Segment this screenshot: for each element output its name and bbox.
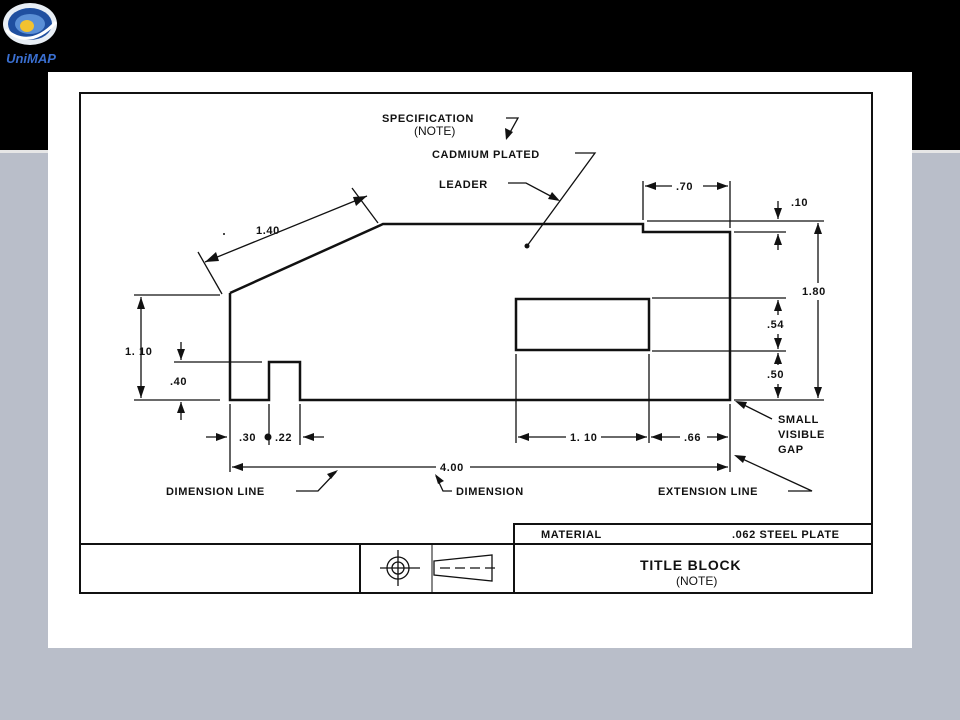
- leader-pointer: [508, 182, 559, 201]
- dim-label-110-bottom: 1. 10: [570, 432, 597, 444]
- dim-label-030: .30: [239, 432, 256, 444]
- arrowhead: [734, 455, 746, 463]
- label-gap: GAP: [778, 444, 804, 456]
- arrowhead: [435, 474, 444, 484]
- label-cadmium-plated: CADMIUM PLATED: [432, 149, 540, 161]
- arrowhead: [717, 182, 728, 190]
- arrowhead: [774, 300, 782, 311]
- drawing-border: [79, 92, 873, 594]
- arrowhead: [651, 433, 662, 441]
- slot-center-dot: [264, 433, 272, 441]
- arrowhead: [137, 386, 145, 398]
- symbol-cone: [433, 554, 493, 582]
- label-title-block: TITLE BLOCK: [640, 557, 741, 573]
- label-material-value: .062 STEEL PLATE: [732, 529, 840, 541]
- dim-label-070: .70: [676, 181, 693, 193]
- arrowhead: [645, 182, 656, 190]
- label-dimension-line: DIMENSION LINE: [166, 486, 265, 498]
- label-visible: VISIBLE: [778, 429, 825, 441]
- label-material: MATERIAL: [541, 529, 602, 541]
- arrowhead: [717, 433, 728, 441]
- label-title-note: (NOTE): [676, 574, 717, 588]
- dim-label-140: 1.40: [256, 225, 280, 237]
- arrowhead: [327, 470, 338, 479]
- dim-label-022: .22: [275, 432, 292, 444]
- dim-label-050: .50: [767, 369, 784, 381]
- arrowhead: [505, 128, 513, 140]
- stray-mark: [223, 233, 225, 235]
- dim-label-180: 1.80: [802, 286, 826, 298]
- arrowhead: [774, 387, 782, 398]
- dim-line-140: [204, 195, 368, 263]
- arrowhead: [774, 208, 782, 219]
- label-specification: SPECIFICATION: [382, 113, 474, 125]
- arrowhead: [205, 252, 219, 262]
- arrowhead: [232, 463, 243, 471]
- arrowhead: [216, 433, 227, 441]
- arrowhead: [774, 234, 782, 245]
- dim-label-010: .10: [791, 197, 808, 209]
- title-block-frame: [513, 523, 872, 593]
- logo-text: UniMAP: [6, 51, 56, 66]
- arrowhead: [177, 402, 185, 413]
- dim-label-054: .54: [767, 319, 784, 331]
- symbol-inner-circle: [391, 561, 405, 575]
- dim-label-040: .40: [170, 376, 187, 388]
- label-leader: LEADER: [439, 179, 488, 191]
- label-extension-line: EXTENSION LINE: [658, 486, 758, 498]
- arrowhead: [353, 196, 367, 206]
- part-cutout: [514, 297, 651, 352]
- arrowhead: [177, 349, 185, 360]
- leader-dimension-line: [296, 471, 337, 492]
- arrowhead: [636, 433, 647, 441]
- ext-line-140-a: [197, 251, 223, 295]
- ext-line-140-b: [351, 187, 379, 224]
- leader-cadmium: [526, 152, 597, 247]
- arrowhead: [717, 463, 728, 471]
- arrowhead: [735, 401, 747, 409]
- arrowhead: [814, 223, 822, 234]
- dim-label-400: 4.00: [440, 462, 464, 474]
- part-outline: [228, 222, 732, 402]
- symbol-outer-circle: [386, 556, 410, 580]
- dim-label-066: .66: [684, 432, 701, 444]
- arrowhead: [303, 433, 314, 441]
- arrowhead: [137, 297, 145, 309]
- dim-label-110-left: 1. 10: [125, 346, 152, 358]
- arrowhead: [774, 353, 782, 364]
- leader-small-gap: [737, 401, 773, 420]
- leader-specification: [506, 117, 520, 137]
- slide-canvas: SPECIFICATION (NOTE) CADMIUM PLATED LEAD…: [48, 72, 912, 648]
- arrowhead: [548, 192, 560, 201]
- technical-drawing: SPECIFICATION (NOTE) CADMIUM PLATED LEAD…: [79, 92, 873, 594]
- leader-dot: [524, 243, 530, 249]
- label-specification-note: (NOTE): [414, 124, 455, 138]
- unimap-logo: UniMAP: [3, 3, 58, 66]
- arrowhead: [814, 387, 822, 398]
- label-dimension: DIMENSION: [456, 486, 524, 498]
- arrowhead: [774, 338, 782, 349]
- arrowhead: [518, 433, 529, 441]
- label-small: SMALL: [778, 414, 819, 426]
- leader-extension-line: [735, 455, 813, 492]
